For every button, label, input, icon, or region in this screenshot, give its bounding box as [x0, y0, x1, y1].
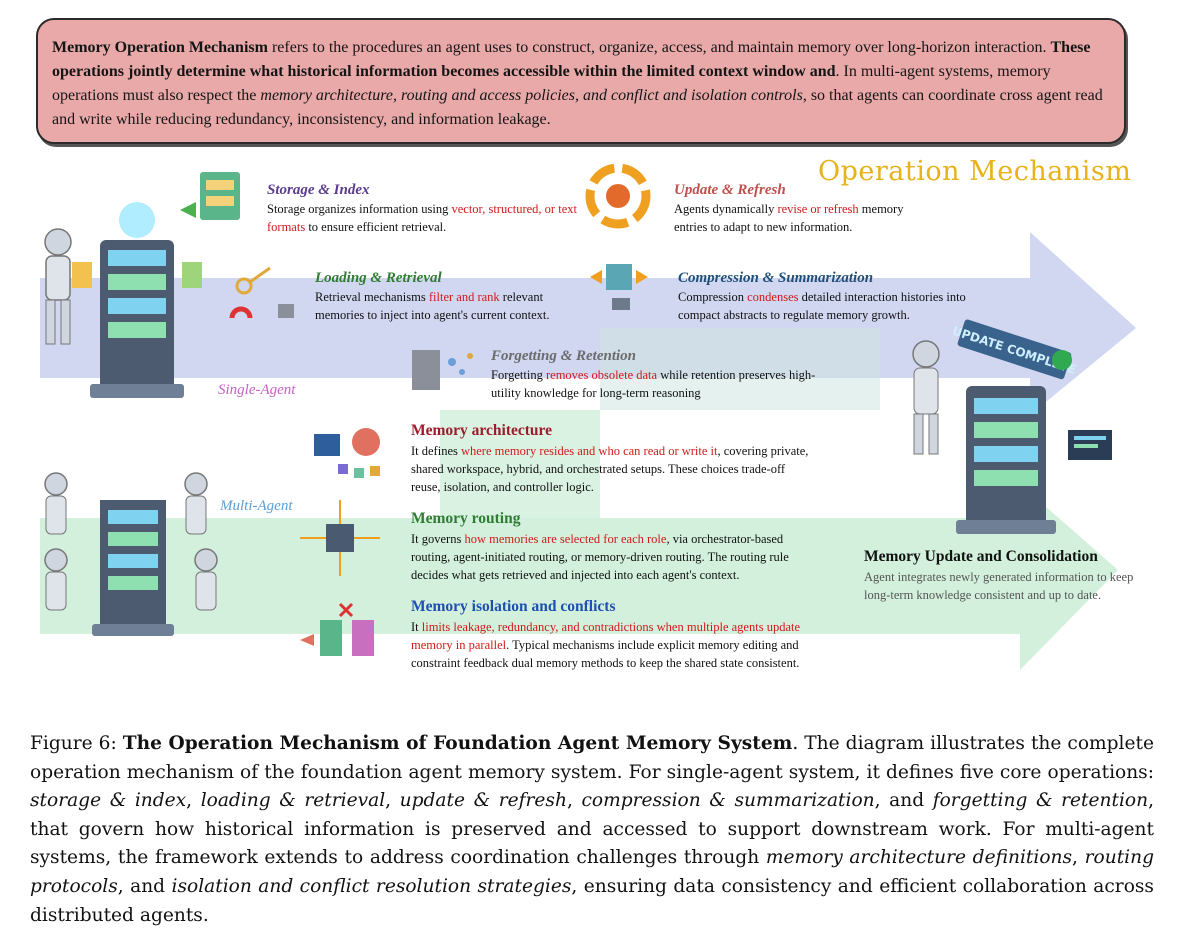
op-compression-text-1: Compression	[678, 290, 747, 304]
op-storage-index: Storage & Index Storage organizes inform…	[267, 180, 577, 236]
refresh-gear-icon	[590, 168, 646, 224]
op-forgetting-title: Forgetting & Retention	[491, 346, 831, 366]
caption-title: The Operation Mechanism of Foundation Ag…	[123, 733, 793, 754]
figure-caption: Figure 6: The Operation Mechanism of Fou…	[30, 730, 1154, 930]
op-update-title: Update & Refresh	[674, 180, 934, 200]
caption-term-storage: storage & index	[30, 790, 186, 811]
definition-term: Memory Operation Mechanism	[52, 39, 268, 56]
op-loading-retrieval: Loading & Retrieval Retrieval mechanisms…	[315, 268, 585, 324]
lane-label-multi: Multi-Agent	[220, 498, 292, 515]
caption-term-architecture: memory architecture definitions	[766, 847, 1072, 868]
op-memory-isolation: Memory isolation and conflicts It limits…	[411, 596, 811, 672]
consolidation-robot-icon	[913, 341, 939, 454]
caption-term-forgetting: forgetting & retention	[933, 790, 1148, 811]
op-architecture-text-1: It defines	[411, 444, 461, 458]
caption-sep-3: ,	[567, 790, 582, 811]
op-update-highlight: revise or refresh	[777, 202, 858, 216]
caption-sep-2: ,	[385, 790, 400, 811]
op-compression-summarization: Compression & Summarization Compression …	[678, 268, 978, 324]
op-compression-title: Compression & Summarization	[678, 268, 978, 288]
caption-sep-4: , and	[875, 790, 933, 811]
op-forgetting-text-1: Forgetting	[491, 368, 546, 382]
consolidation-text: Agent integrates newly generated informa…	[864, 568, 1154, 604]
op-update-text-1: Agents dynamically	[674, 202, 777, 216]
op-isolation-title: Memory isolation and conflicts	[411, 596, 811, 618]
op-isolation-text-1: It	[411, 620, 422, 634]
brain-network-icon	[314, 428, 380, 478]
op-loading-title: Loading & Retrieval	[315, 268, 585, 288]
filing-cabinet-icon	[180, 172, 240, 220]
op-routing-title: Memory routing	[411, 508, 811, 530]
op-routing-text-1: It governs	[411, 532, 464, 546]
multi-agent-server-icon	[92, 500, 174, 636]
definition-italic-3: memory architecture, routing and access …	[260, 87, 802, 104]
op-routing-highlight: how memories are selected for each role	[464, 532, 666, 546]
op-architecture-title: Memory architecture	[411, 420, 811, 442]
definition-text-1: refers to the procedures an agent uses t…	[268, 39, 1051, 56]
caption-term-update: update & refresh	[400, 790, 567, 811]
caption-term-isolation: isolation and conflict resolution strate…	[172, 876, 572, 897]
caption-term-compression: compression & summarization	[581, 790, 874, 811]
caption-label: Figure 6:	[30, 733, 123, 754]
op-forgetting-highlight: removes obsolete data	[546, 368, 657, 382]
memory-consolidation: Memory Update and Consolidation Agent in…	[864, 546, 1154, 604]
caption-term-loading: loading & retrieval	[201, 790, 385, 811]
op-memory-routing: Memory routing It governs how memories a…	[411, 508, 811, 584]
op-loading-text-1: Retrieval mechanisms	[315, 290, 429, 304]
definition-box: Memory Operation Mechanism refers to the…	[36, 18, 1126, 144]
op-storage-text-1: Storage organizes information using	[267, 202, 451, 216]
consolidation-title: Memory Update and Consolidation	[864, 546, 1154, 568]
op-compression-highlight: condenses	[747, 290, 798, 304]
op-loading-highlight: filter and rank	[429, 290, 500, 304]
op-storage-text-2: to ensure efficient retrieval.	[305, 220, 446, 234]
caption-sep-7: , and	[118, 876, 172, 897]
op-forgetting-retention: Forgetting & Retention Forgetting remove…	[491, 346, 831, 402]
op-storage-title: Storage & Index	[267, 180, 577, 200]
operation-diagram: UPDATE COMPLETE Operation Mechanism Sing…	[0, 150, 1180, 710]
lane-label-single: Single-Agent	[218, 382, 295, 399]
op-update-refresh: Update & Refresh Agents dynamically revi…	[674, 180, 934, 236]
op-memory-architecture: Memory architecture It defines where mem…	[411, 420, 811, 496]
caption-sep-1: ,	[186, 790, 201, 811]
op-architecture-highlight: where memory resides and who can read or…	[461, 444, 718, 458]
caption-sep-6: ,	[1072, 847, 1085, 868]
